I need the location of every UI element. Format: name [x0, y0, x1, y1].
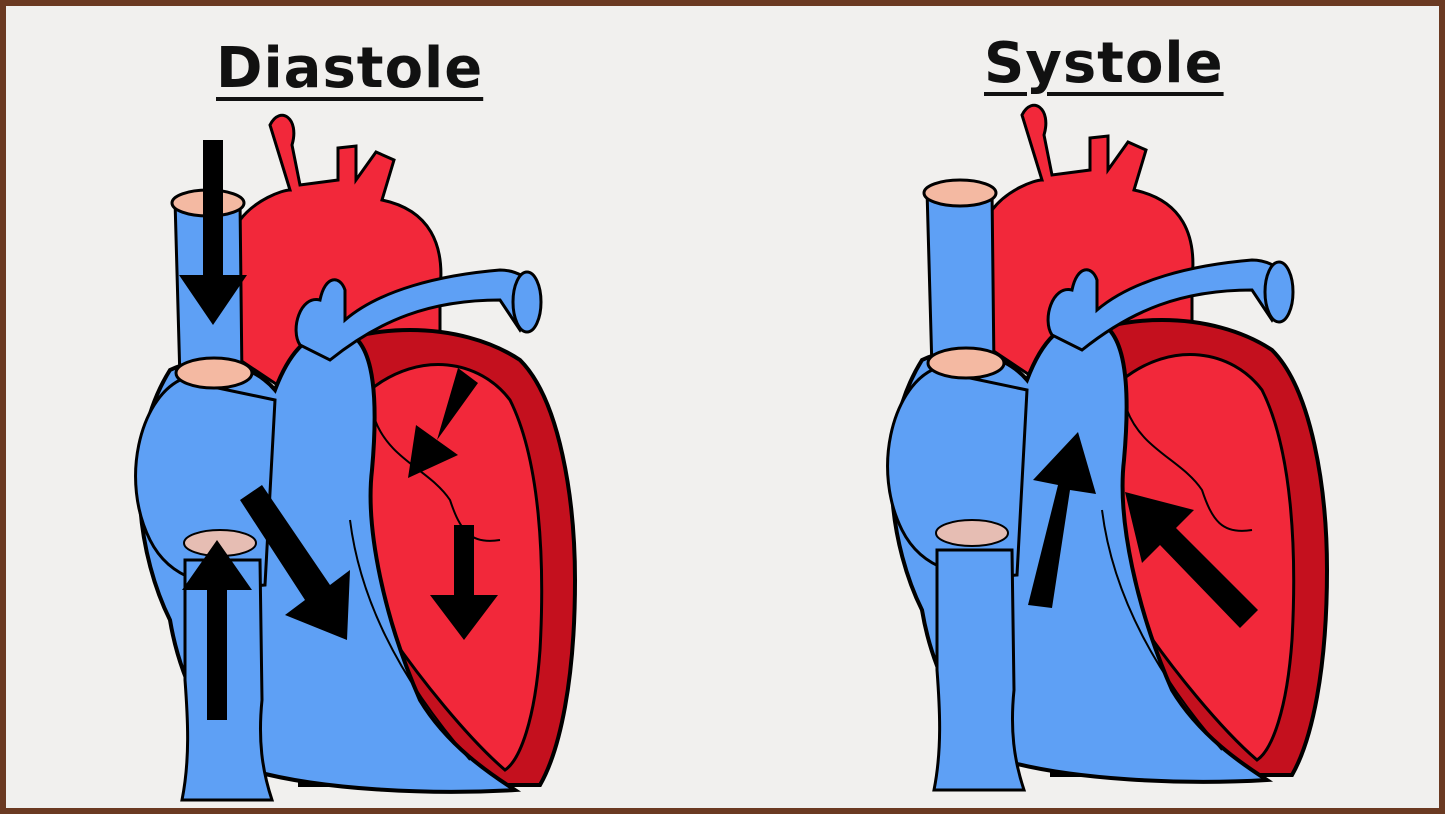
diastole-heart: [136, 115, 575, 800]
systole-heart: [888, 105, 1327, 790]
